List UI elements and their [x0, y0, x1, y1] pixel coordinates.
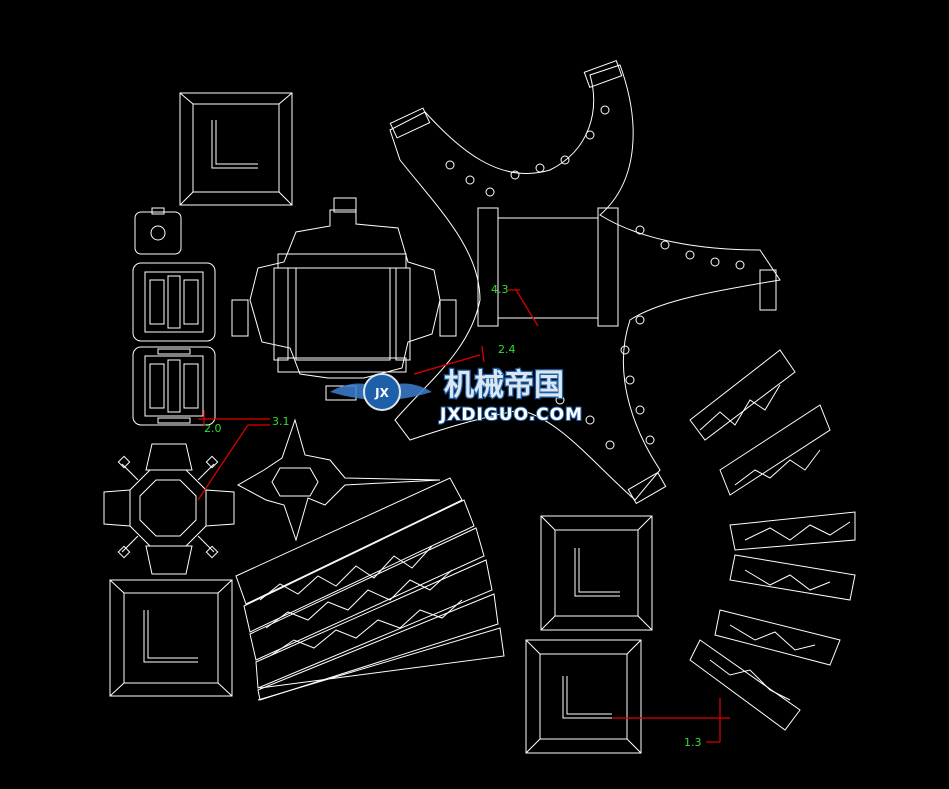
square-frame-bottom-left — [109, 579, 233, 697]
square-frame-center — [540, 515, 653, 631]
small-ring-piece — [134, 207, 182, 255]
tower-cross-piece — [389, 60, 781, 505]
dim-2-4-text: 2.4 — [498, 343, 516, 356]
dim-1-3-text: 1.3 — [684, 736, 702, 749]
dim-2-0-text: 2.0 — [204, 422, 222, 435]
dim-4-3-text: 4.3 — [491, 283, 509, 296]
watermark-site: JXDIGUO.COM — [439, 405, 583, 425]
dimension-annotations: 4.3 2.4 3.1 2.0 1.3 — [197, 283, 730, 749]
logo-letters: JX — [374, 386, 389, 400]
octagonal-hub-piece — [103, 443, 235, 575]
lattice-legs-left — [235, 477, 505, 701]
dim-2-4-tick — [481, 345, 485, 363]
dim-3-1-line — [197, 424, 249, 501]
star-joint-piece — [236, 418, 441, 542]
perforated-plate-upper — [132, 262, 216, 342]
dim-4-3-line — [515, 289, 539, 327]
lattice-legs-right — [689, 349, 856, 731]
dim-2-4-line — [413, 354, 481, 375]
square-frame-top-left — [179, 92, 293, 206]
square-frame-bottom-center — [525, 639, 642, 754]
gear-logo-icon — [363, 373, 401, 411]
wing-right-icon — [392, 383, 432, 400]
site-watermark: JX 机械帝国 JXDIGUO.COM — [330, 367, 583, 426]
perforated-plate-lower — [132, 346, 216, 426]
dim-3-1-text: 3.1 — [272, 415, 290, 428]
watermark-title-cn: 机械帝国 — [444, 368, 564, 403]
wing-left-icon — [330, 383, 372, 400]
tower-base-plate — [231, 197, 457, 401]
